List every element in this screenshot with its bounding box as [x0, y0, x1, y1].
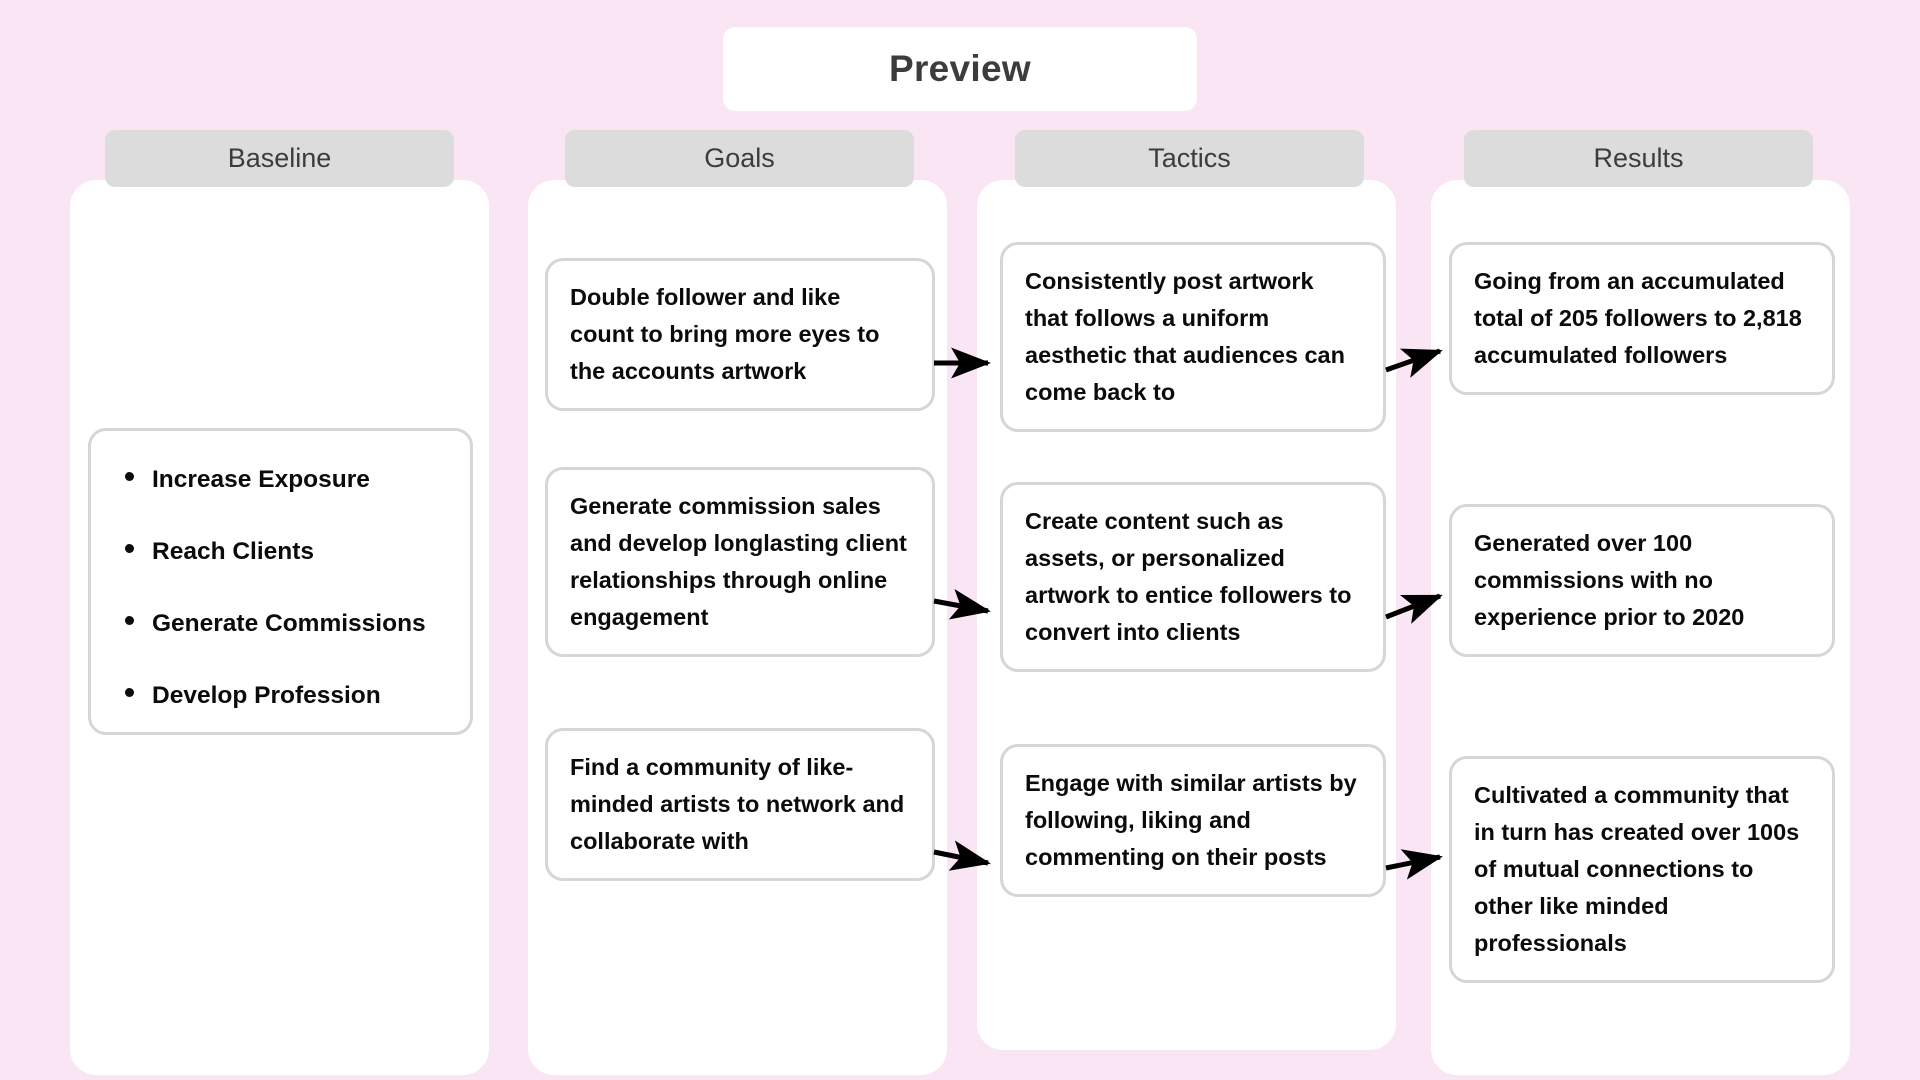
tactics-card-3[interactable]: Engage with similar artists by following… [1000, 744, 1386, 897]
column-header-label: Goals [704, 143, 775, 173]
column-header-tactics: Tactics [1015, 130, 1364, 187]
column-header-results: Results [1464, 130, 1813, 187]
page-title: Preview [889, 48, 1031, 89]
card-text: Generated over 100 commissions with no e… [1474, 530, 1745, 630]
bullet-dot-icon [125, 544, 134, 553]
card-text: Going from an accumulated total of 205 f… [1474, 268, 1802, 368]
page-title-bar: Preview [723, 27, 1197, 111]
flowchart-board: Baseline Goals Tactics Results Increase … [0, 130, 1920, 1080]
card-text: Consistently post artwork that follows a… [1025, 268, 1345, 405]
tactics-card-2[interactable]: Create content such as assets, or person… [1000, 482, 1386, 672]
goals-card-2[interactable]: Generate commission sales and develop lo… [545, 467, 935, 657]
column-header-label: Tactics [1148, 143, 1231, 173]
bullet-label: Reach Clients [152, 538, 315, 565]
card-text: Engage with similar artists by following… [1025, 770, 1357, 870]
bullet-dot-icon [125, 472, 134, 481]
card-text: Create content such as assets, or person… [1025, 508, 1352, 645]
baseline-bullet-list: Increase Exposure Reach Clients Generate… [107, 465, 450, 711]
bullet-label: Increase Exposure [152, 466, 370, 493]
goals-card-3[interactable]: Find a community of like-minded artists … [545, 728, 935, 881]
results-card-1[interactable]: Going from an accumulated total of 205 f… [1449, 242, 1835, 395]
column-header-baseline: Baseline [105, 130, 454, 187]
goals-card-1[interactable]: Double follower and like count to bring … [545, 258, 935, 411]
card-text: Find a community of like-minded artists … [570, 754, 905, 854]
bullet-dot-icon [125, 616, 134, 625]
column-header-label: Baseline [227, 143, 332, 173]
list-item[interactable]: Increase Exposure [107, 465, 450, 495]
bullet-label: Develop Profession [152, 682, 381, 709]
card-text: Cultivated a community that in turn has … [1474, 782, 1800, 956]
results-card-2[interactable]: Generated over 100 commissions with no e… [1449, 504, 1835, 657]
list-item[interactable]: Generate Commissions [107, 609, 450, 639]
baseline-bullet-card[interactable]: Increase Exposure Reach Clients Generate… [88, 428, 473, 735]
list-item[interactable]: Reach Clients [107, 537, 450, 567]
bullet-dot-icon [125, 688, 134, 697]
tactics-card-1[interactable]: Consistently post artwork that follows a… [1000, 242, 1386, 432]
column-header-goals: Goals [565, 130, 914, 187]
list-item[interactable]: Develop Profession [107, 681, 450, 711]
card-text: Double follower and like count to bring … [570, 284, 880, 384]
column-header-label: Results [1593, 143, 1684, 173]
card-text: Generate commission sales and develop lo… [570, 493, 907, 630]
results-card-3[interactable]: Cultivated a community that in turn has … [1449, 756, 1835, 983]
bullet-label: Generate Commissions [152, 610, 426, 637]
